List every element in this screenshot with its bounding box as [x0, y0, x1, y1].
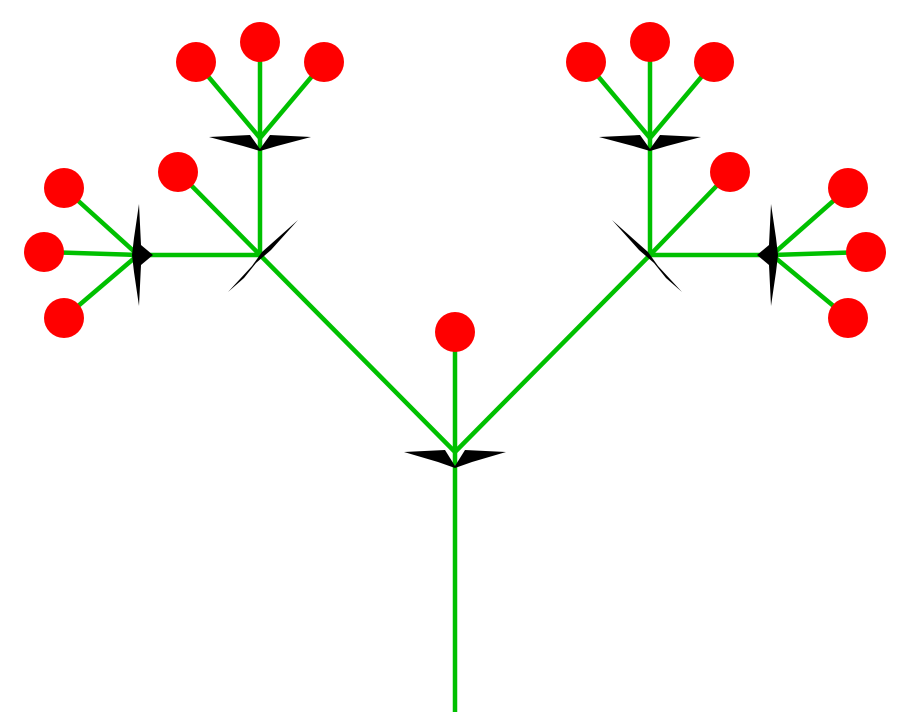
- main-node-bract: [404, 450, 506, 468]
- central-flower: [435, 312, 475, 352]
- left-side-flower-bottom: [44, 298, 84, 338]
- left-top-flower-center: [240, 22, 280, 62]
- left-top-flower-right: [304, 42, 344, 82]
- left-single-flower: [158, 152, 198, 192]
- right-lateral-node-bract: [757, 204, 778, 306]
- left-top-node-bract: [209, 135, 311, 151]
- right-primary-branch: [453, 253, 652, 454]
- right-side-flower-middle: [846, 232, 886, 272]
- right-top-node-bract: [599, 135, 701, 151]
- right-top-flower-center: [630, 22, 670, 62]
- right-top-flower-right: [694, 42, 734, 82]
- left-side-flower-top: [44, 168, 84, 208]
- left-primary-branch: [258, 253, 457, 454]
- right-top-flower-left: [566, 42, 606, 82]
- bracts: [132, 135, 778, 468]
- right-single-flower: [710, 152, 750, 192]
- right-side-flower-bottom: [828, 298, 868, 338]
- left-junction-bract: [228, 220, 298, 292]
- left-lateral-node-bract: [132, 204, 153, 306]
- flowers: [24, 22, 886, 352]
- left-top-flower-left: [176, 42, 216, 82]
- stems: [43, 42, 867, 712]
- left-side-flower-middle: [24, 232, 64, 272]
- right-junction-bract: [612, 220, 682, 292]
- right-side-flower-top: [828, 168, 868, 208]
